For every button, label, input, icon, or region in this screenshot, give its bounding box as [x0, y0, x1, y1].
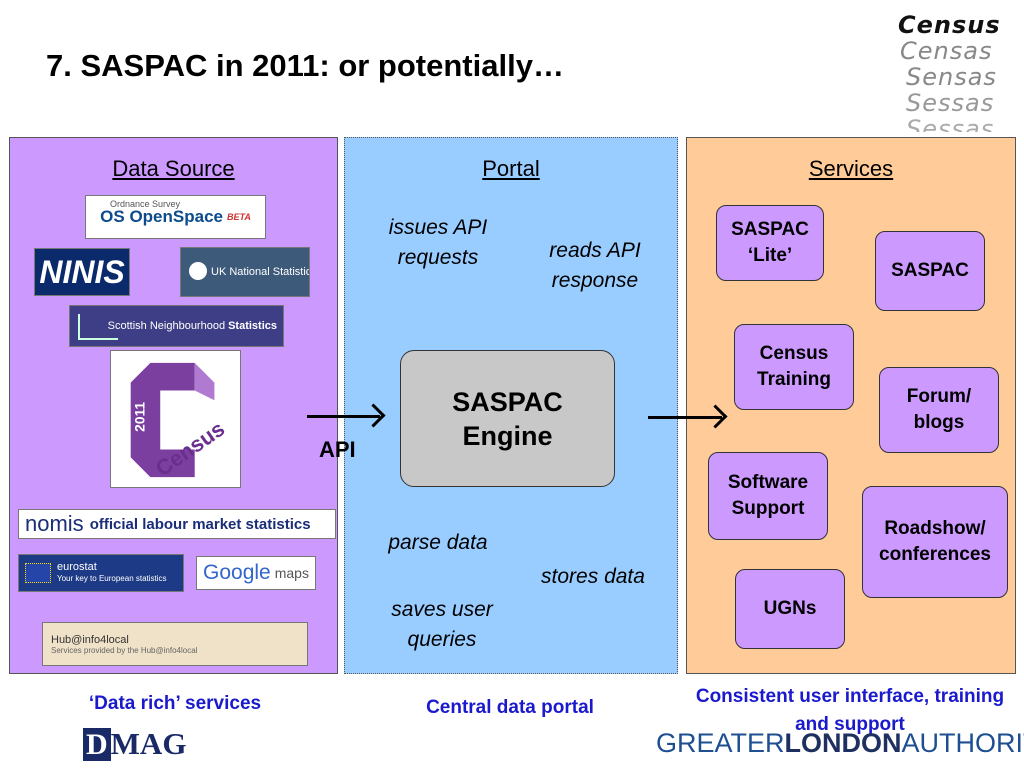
eurostat-label: eurostat [57, 561, 97, 573]
gla-greater: GREATER [656, 728, 785, 758]
parse-data-text: parse data [388, 531, 488, 554]
google-maps-label: maps [274, 565, 309, 581]
greater-london-authority-logo: GREATERLONDONAUTHORITY [656, 726, 1024, 760]
saspac-engine-label: SASPAC Engine [452, 386, 563, 451]
issues-api-requests-text: issues API requests [388, 216, 488, 269]
portal-heading: Portal [482, 156, 540, 181]
uk-statistics-mark-icon [189, 262, 207, 280]
saves-user-queries-text: saves user queries [391, 598, 493, 651]
openspace-beta-label: BETA [226, 212, 251, 222]
uk-national-statistics-logo: UK National Statistics [180, 247, 310, 297]
uk-national-statistics-label: UK National Statistics [211, 266, 310, 278]
eurostat-logo: eurostat Your key to European statistics [18, 554, 184, 592]
services-caption: Consistent user interface, training and … [695, 686, 1005, 735]
hub-tagline: Services provided by the Hub@info4local [51, 645, 198, 655]
service-saspac: SASPAC [875, 231, 985, 311]
services-heading: Services [808, 156, 894, 181]
dmag-rest: MAG [110, 726, 187, 761]
census-logo-line: Sensas [906, 63, 997, 91]
census-logo-line: Censas [900, 37, 993, 65]
census-logo-line: Sessas [906, 89, 995, 117]
service-label: Software Support [727, 472, 809, 519]
eurostat-tagline: Your key to European statistics [57, 574, 167, 583]
google-maps-logo: Google maps [196, 556, 316, 590]
stores-data-text: stores data [541, 565, 645, 588]
google-label: Google [203, 561, 271, 584]
dmag-logo: DMAG [83, 727, 186, 762]
nomis-tagline: official labour market statistics [89, 515, 311, 533]
portal-panel: Portal issues API requests reads API res… [344, 137, 678, 674]
dmag-d-letter: D [83, 728, 111, 761]
sns-label: Scottish Neighbourhood [107, 320, 226, 332]
service-forum-blogs: Forum/ blogs [879, 367, 999, 453]
slide-title: 7. SASPAC in 2011: or potentially… [46, 48, 564, 83]
data-source-caption: ‘Data rich’ services [88, 693, 262, 714]
sns-graph-icon [78, 314, 118, 340]
eu-flag-icon [25, 563, 51, 583]
service-label: Forum/ blogs [906, 386, 972, 433]
saspac-engine-box: SASPAC Engine [400, 350, 615, 487]
service-ugns: UGNs [735, 569, 845, 649]
service-label: SASPAC [891, 260, 969, 281]
nomis-logo: nomis official labour market statistics [18, 509, 336, 539]
openspace-label: OS OpenSpace [100, 207, 223, 226]
census-logo-line: Census [898, 12, 1001, 39]
api-label: API [319, 437, 356, 462]
service-label: UGNs [763, 598, 817, 619]
census-year-text: 2011 [132, 402, 147, 432]
gla-london: LONDON [784, 728, 902, 758]
service-software-support: Software Support [708, 452, 828, 540]
services-panel: Services SASPAC ‘Lite’ SASPAC Census Tra… [686, 137, 1016, 674]
hub-label: Hub@info4local [51, 633, 129, 646]
scottish-neighbourhood-statistics-logo: Scottish Neighbourhood Statistics [69, 305, 284, 347]
ninis-logo: NINIS [34, 248, 130, 296]
data-source-to-portal-arrow-icon [307, 415, 380, 418]
ordnance-survey-openspace-logo: Ordnance Survey OS OpenSpace BETA [85, 195, 266, 239]
census-2011-logo: 2011 Census [110, 350, 241, 488]
ordnance-survey-label: Ordnance Survey [110, 199, 181, 209]
gla-authority: AUTHORITY [901, 728, 1024, 758]
nomis-label: nomis [25, 511, 84, 536]
service-label: Roadshow/ conferences [879, 518, 991, 565]
census-logo-line: Sessas [906, 115, 995, 132]
service-label: SASPAC ‘Lite’ [731, 219, 809, 266]
service-roadshow-conferences: Roadshow/ conferences [862, 486, 1008, 598]
portal-caption: Central data portal [426, 697, 594, 718]
sns-statistics-label: Statistics [228, 320, 277, 332]
portal-to-services-arrow-icon [648, 416, 722, 419]
hub-info4local-logo: Hub@info4local Services provided by the … [42, 622, 308, 666]
data-source-heading: Data Source [112, 156, 235, 181]
service-census-training: Census Training [734, 324, 854, 410]
service-saspac-lite: SASPAC ‘Lite’ [716, 205, 824, 281]
reads-api-response-text: reads API response [549, 239, 641, 292]
service-label: Census Training [757, 343, 831, 390]
census-wordmark-logo: Census Censas Sensas Sessas Sessas [898, 12, 1002, 132]
data-source-panel: Data Source Ordnance Survey OS OpenSpace… [9, 137, 338, 674]
census-2011-emblem-icon: 2011 Census [130, 362, 229, 481]
